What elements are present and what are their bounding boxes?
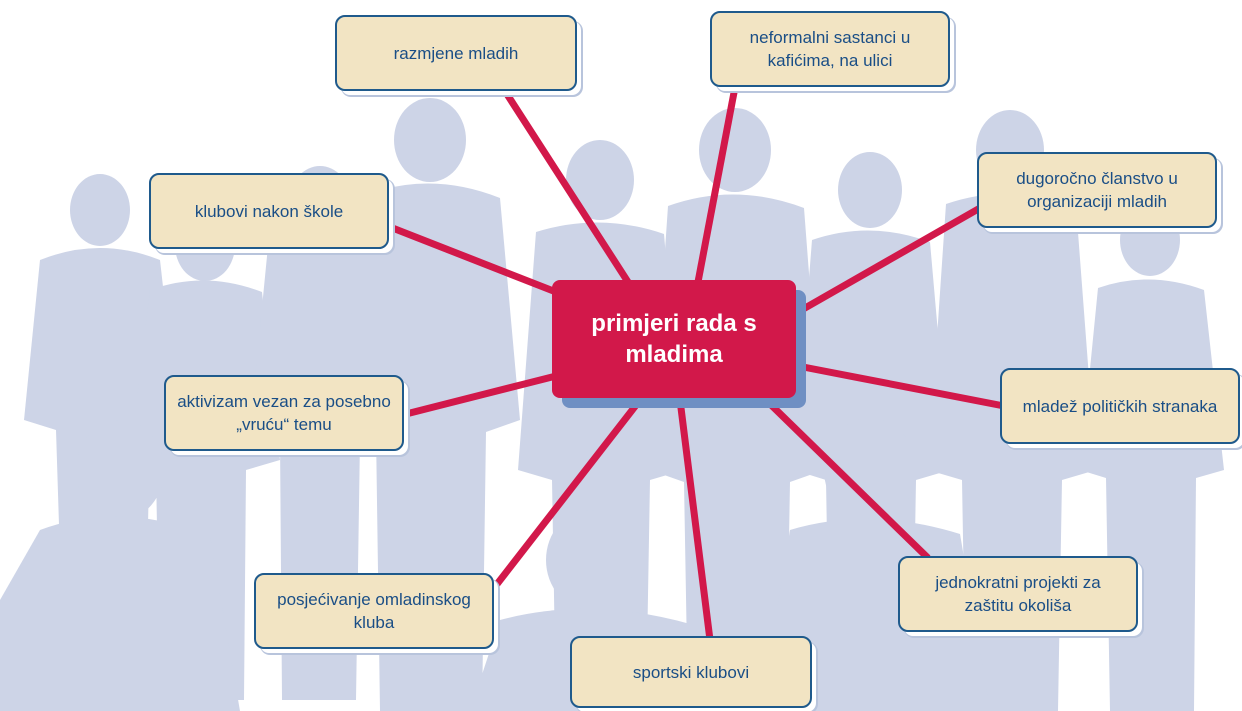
node-label: sportski klubovi <box>632 662 750 682</box>
node-jednokratni-projekti: jednokratni projekti za zaštitu okoliša <box>898 556 1138 632</box>
node-dugorocno-clanstvo: dugoročno članstvo u organizaciji mladih <box>977 152 1217 228</box>
node-sportski-klubovi: sportski klubovi <box>570 636 812 708</box>
connector-politicke <box>797 362 1005 410</box>
connector-dugorocno <box>796 204 982 316</box>
connector-aktivizam <box>405 372 557 418</box>
silhouette-figure <box>0 420 240 711</box>
connector-neformalni <box>694 81 740 283</box>
node-label: dugoročno članstvo u organizaciji mladih <box>1016 169 1178 211</box>
node-label: aktivizam vezan za posebno „vruću“ temu <box>177 392 391 434</box>
node-neformalni-sastanci: neformalni sastanci u kafićima, na ulici <box>710 11 950 87</box>
node-label: klubovi nakon škole <box>194 201 344 221</box>
connector-razmjene <box>500 86 631 284</box>
node-aktivizam: aktivizam vezan za posebno „vruću“ temu <box>164 375 404 451</box>
node-label: neformalni sastanci u kafićima, na ulici <box>749 28 911 70</box>
connector-posjecivanje <box>491 397 643 591</box>
center-node-label: primjeri rada s mladima <box>591 310 757 368</box>
node-label: jednokratni projekti za zaštitu okoliša <box>935 573 1101 615</box>
node-mladez-politickih-stranaka: mladež političkih stranaka <box>1000 368 1240 444</box>
connector-sportski <box>676 399 714 641</box>
node-posjecivanje-kluba: posjećivanje omladinskog kluba <box>254 573 494 649</box>
connector-jednokratni <box>763 397 931 561</box>
node-label: posjećivanje omladinskog kluba <box>277 590 471 632</box>
node-klubovi-nakon-skole: klubovi nakon škole <box>149 173 389 249</box>
center-node: primjeri rada s mladima <box>552 280 796 398</box>
node-razmjene-mladih: razmjene mladih <box>335 15 577 91</box>
node-label: razmjene mladih <box>393 43 519 63</box>
node-label: mladež političkih stranaka <box>1022 396 1218 416</box>
connector-klubovi <box>388 223 558 296</box>
